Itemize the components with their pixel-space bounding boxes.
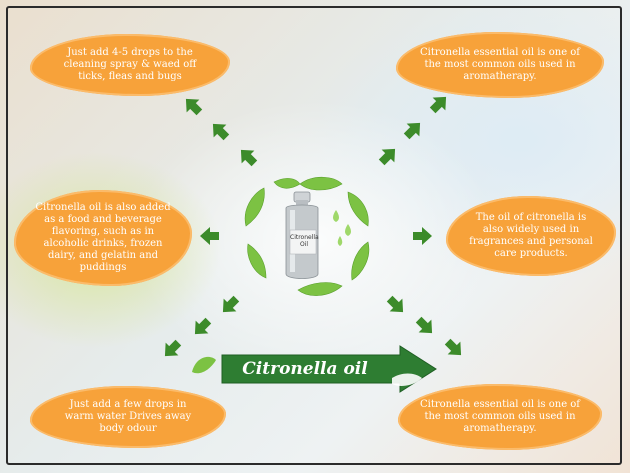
arrow-down-right-1 [383,292,410,319]
cloud-text: Citronella oil is also added as a food a… [35,202,171,273]
banner-title: Citronella oil [242,359,368,379]
leaf-wreath [244,176,370,296]
arrow-down-left-3 [158,336,185,363]
center-bottle-wreath: Citronella Oil [230,170,380,300]
droplet-icon [333,210,339,222]
bottle-icon [285,191,319,279]
cloud-text: Citronella essential oil is one of the m… [419,47,581,82]
arrow-right [413,227,432,245]
cloud-text: Citronella essential oil is one of the m… [419,399,581,434]
arrow-left [200,227,219,245]
cloud-bottom-right: Citronella essential oil is one of the m… [398,384,602,450]
cloud-text: The oil of citronella is also widely use… [469,212,593,259]
arrow-up-right-2 [400,116,427,143]
arrow-up-left-3 [179,92,206,119]
leaf-icon [247,243,267,279]
arrow-down-right-2 [412,313,439,340]
leaf-icon [351,241,370,281]
arrow-up-right-1 [375,142,402,169]
leaf-icon [244,187,265,227]
arrow-up-right-3 [426,90,453,117]
droplet-icon [337,236,343,246]
leaf-icon [192,356,216,374]
leaf-icon [347,191,369,227]
cloud-middle-right: The oil of citronella is also widely use… [446,196,616,276]
leaf-icon [299,176,343,191]
arrow-up-left-1 [234,143,261,170]
leaf-icon [273,178,301,189]
cloud-text: Just add 4-5 drops to the cleaning spray… [63,47,197,82]
arrow-down-left-2 [188,314,215,341]
hand-icon [392,373,422,386]
droplet-icon [345,224,351,236]
bottle-label: Citronella Oil [290,234,319,248]
arrow-up-left-2 [206,117,233,144]
cloud-bottom-left: Just add a few drops in warm water Drive… [30,386,226,448]
cloud-text: Just add a few drops in warm water Drive… [64,399,192,434]
cloud-middle-left: Citronella oil is also added as a food a… [14,190,192,286]
cloud-top-left: Just add 4-5 drops to the cleaning spray… [30,34,230,96]
cloud-top-right: Citronella essential oil is one of the m… [396,32,604,98]
arrow-down-right-3 [441,335,468,362]
leaf-icon [297,282,343,296]
